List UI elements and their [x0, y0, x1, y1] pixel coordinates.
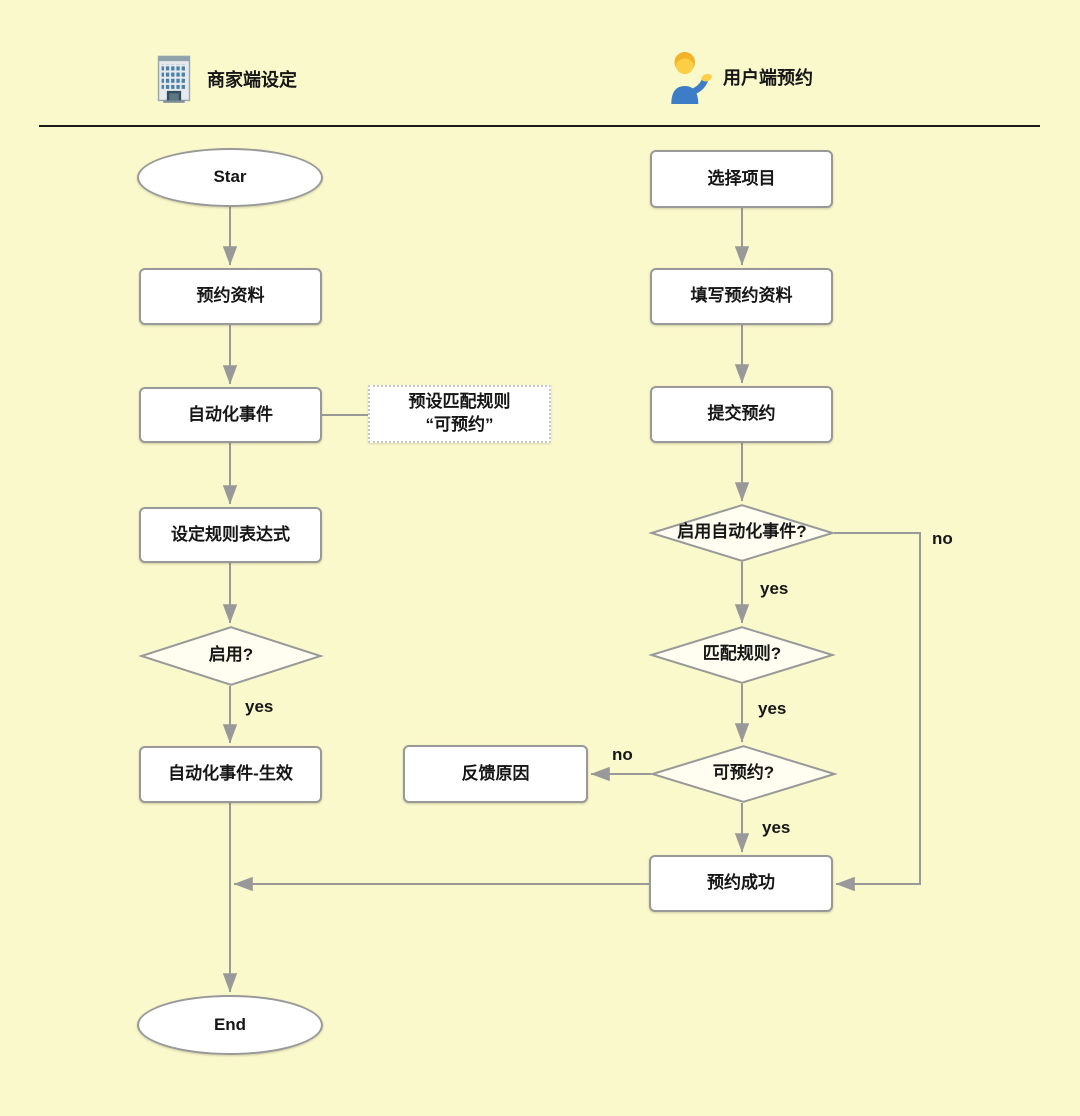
node-label: 提交预约	[707, 404, 776, 424]
node-auto-enabled-decision: 启用自动化事件?	[650, 504, 834, 562]
node-feedback: 反馈原因	[403, 745, 588, 803]
lane-header-user: 用户端预约	[662, 50, 813, 104]
node-select-item: 选择项目	[650, 150, 833, 208]
node-label: 自动化事件-生效	[168, 764, 293, 784]
node-label: 可预约?	[712, 763, 775, 783]
node-label: 自动化事件	[188, 404, 273, 424]
node-end: End	[137, 995, 323, 1055]
diamond-shape	[650, 504, 834, 562]
node-fill-info: 填写预约资料	[650, 268, 833, 325]
node-booking-info: 预约资料	[139, 268, 322, 325]
node-label: 预约资料	[196, 286, 265, 306]
diamond-shape	[651, 745, 836, 803]
node-label: 填写预约资料	[690, 286, 793, 306]
diamond-shape	[650, 626, 834, 684]
note-line-2: “可预约”	[425, 415, 494, 434]
man-tipping-hand-icon	[671, 51, 712, 104]
node-label: 启用?	[208, 645, 254, 665]
node-match-rule-decision: 匹配规则?	[650, 626, 834, 684]
node-label: 启用自动化事件?	[677, 522, 807, 542]
node-submit: 提交预约	[650, 386, 833, 443]
edge-label-bookable-yes: yes	[762, 818, 791, 837]
note-line-1: 预设匹配规则	[408, 392, 511, 412]
node-start: Star	[137, 148, 323, 207]
diamond-shape	[140, 626, 322, 686]
node-rule-expr: 设定规则表达式	[139, 507, 322, 563]
node-label: 预约成功	[707, 873, 775, 893]
node-label: Star	[213, 167, 247, 187]
node-enabled-decision: 启用?	[140, 626, 322, 686]
node-auto-event: 自动化事件	[139, 387, 322, 443]
node-bookable-decision: 可预约?	[651, 745, 836, 803]
node-label: 设定规则表达式	[171, 524, 290, 544]
node-label: End	[213, 1014, 247, 1034]
node-label: 选择项目	[707, 168, 776, 188]
edge-label-match-yes: yes	[758, 699, 787, 718]
edge-label-bookable-no: no	[612, 745, 633, 764]
edge-auto-enabled-no-to-success	[834, 532, 921, 892]
office-building-icon	[157, 55, 191, 103]
node-label: 匹配规则?	[702, 644, 782, 664]
edge-label-enabled-yes: yes	[245, 697, 274, 716]
lane-header-merchant: 商家端设定	[150, 54, 297, 104]
edge-label-auto-enabled-yes: yes	[760, 579, 789, 598]
edge-label-auto-enabled-no: no	[932, 529, 953, 548]
node-auto-effective: 自动化事件-生效	[139, 746, 322, 803]
lane-header-label: 用户端预约	[723, 68, 813, 88]
node-label: 反馈原因	[461, 763, 530, 783]
node-success: 预约成功	[649, 855, 833, 912]
lane-divider	[39, 125, 1040, 127]
node-rule-note: 预设匹配规则 “可预约”	[368, 385, 551, 443]
lane-header-label: 商家端设定	[207, 70, 297, 90]
